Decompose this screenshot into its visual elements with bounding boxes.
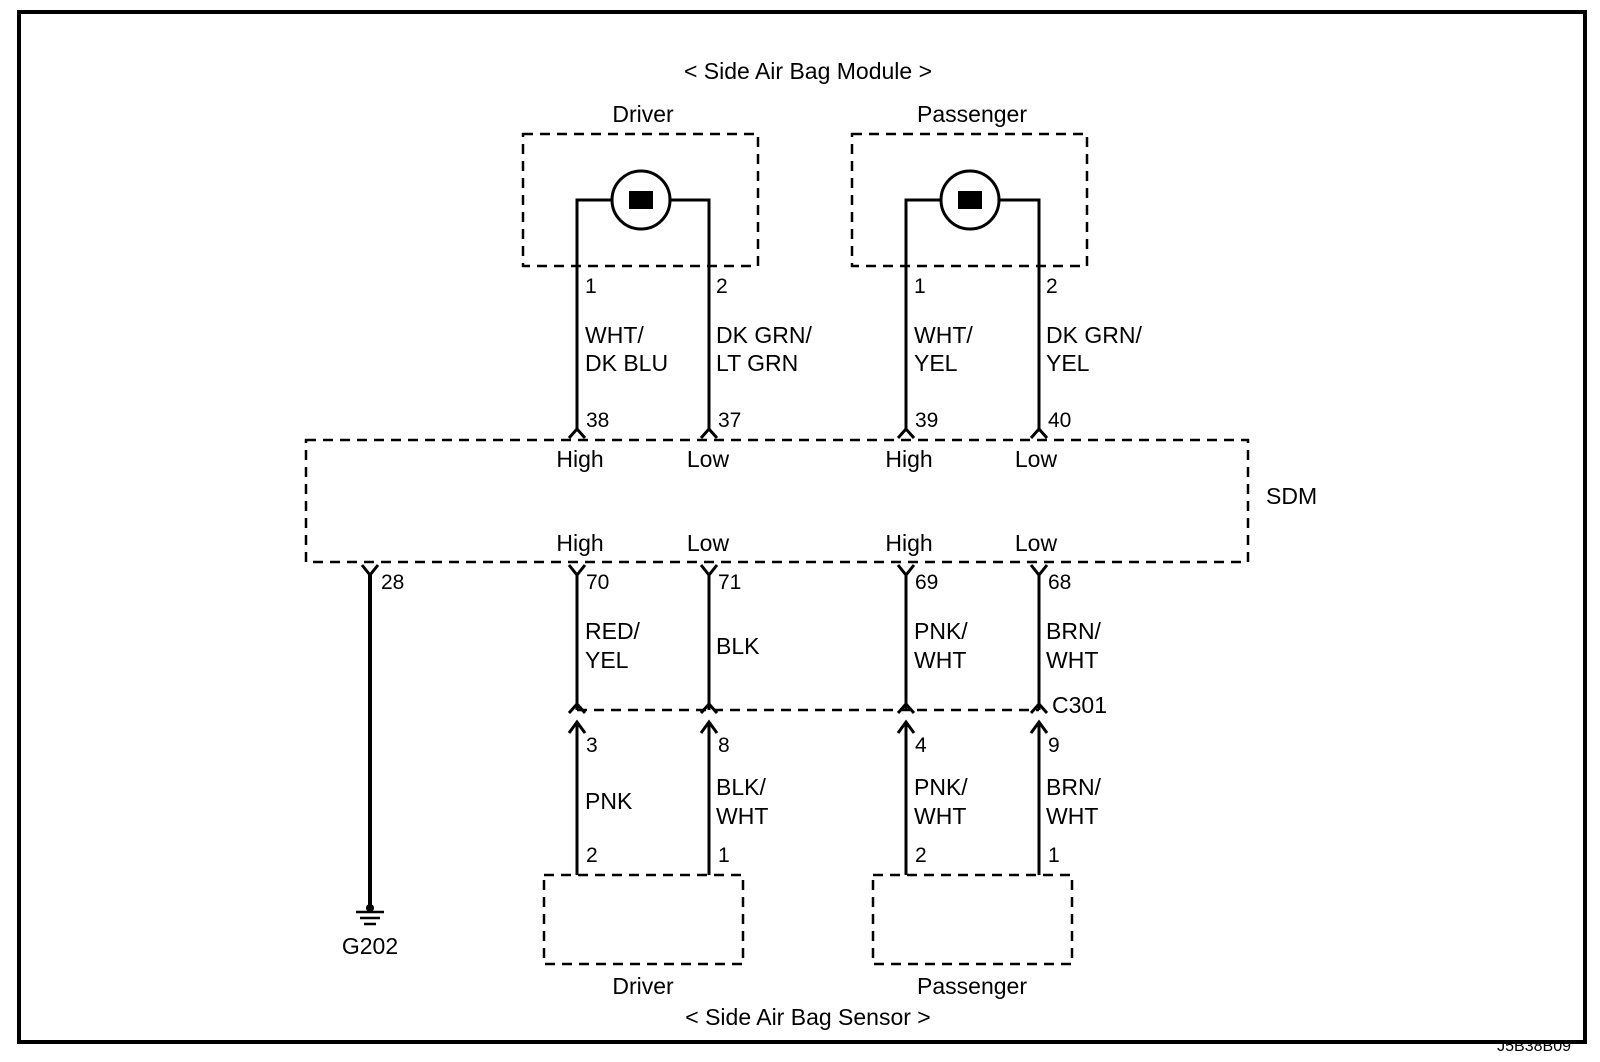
upper-wire-1-color-2: DK BLU: [585, 350, 668, 376]
sensor-wire-3-color-2: WHT: [914, 803, 966, 829]
driver-module-wire-loop: [575, 198, 711, 266]
sensor-passenger-label: Passenger: [917, 973, 1027, 999]
passenger-module-wire-loop: [904, 198, 1041, 266]
upper-wire-2-color-2: LT GRN: [716, 350, 798, 376]
module-passenger-label: Passenger: [917, 101, 1027, 127]
sdm-bottom-connector-69-icon: [896, 564, 916, 578]
upper-wire-4-color-2: YEL: [1046, 350, 1090, 376]
sdm-bottom-pin-69: 69: [915, 571, 938, 594]
sdm-bottom-pin-71: 71: [718, 571, 741, 594]
sdm-bottom-pin-28: 28: [381, 571, 404, 594]
lower-wire-2-color: BLK: [716, 633, 760, 659]
sdm-top-connector-40-icon: [1029, 426, 1049, 439]
lower-wire-3-color-2: WHT: [914, 647, 966, 673]
sdm-top-pin-37: 37: [718, 409, 741, 432]
sdm-top-connector-39-icon: [896, 426, 916, 439]
sensor-wire-4-color-2: WHT: [1046, 803, 1098, 829]
upper-wire-1-color: WHT/: [585, 322, 644, 348]
sensor-driver-pin-2: 2: [586, 844, 598, 867]
c301-pin-4: 4: [915, 734, 927, 757]
figure-id: J5B38B09: [1497, 1038, 1571, 1055]
lower-wire-3-color: PNK/: [914, 618, 968, 644]
c301-pin-8: 8: [718, 734, 730, 757]
passenger-module-box: [850, 132, 1089, 268]
sdm-bottom-connector-70-icon: [567, 564, 587, 578]
ground-icon: [356, 904, 384, 926]
diagram-frame: [17, 10, 1587, 1044]
sdm-bottom-label-4: Low: [1015, 530, 1058, 556]
sensor-wire-2-color-2: WHT: [716, 803, 768, 829]
sdm-label: SDM: [1266, 483, 1317, 509]
c301-female-3-icon: [896, 701, 916, 714]
module-passenger-pin-1: 1: [914, 275, 926, 298]
upper-wire-3-color: WHT/: [914, 322, 973, 348]
sdm-top-label-4: Low: [1015, 446, 1058, 472]
sdm-top-label-3: High: [885, 446, 932, 472]
c301-female-4-icon: [1029, 701, 1049, 714]
sensor-wire-2-color: BLK/: [716, 774, 766, 800]
sdm-box: [304, 438, 1250, 564]
module-driver-pin-2: 2: [716, 275, 728, 298]
lower-wire-4-color: BRN/: [1046, 618, 1102, 644]
sdm-top-connector-37-icon: [699, 426, 719, 439]
upper-wire-3-color-2: YEL: [914, 350, 958, 376]
sdm-bottom-pin-70: 70: [586, 571, 609, 594]
c301-pin-9: 9: [1048, 734, 1060, 757]
sensor-driver-label: Driver: [612, 973, 674, 999]
sensor-wire-3-color: PNK/: [914, 774, 968, 800]
lower-wire-1-color-2: YEL: [585, 647, 629, 673]
sdm-bottom-connector-28-icon: [360, 564, 380, 578]
sdm-top-label-2: Low: [687, 446, 730, 472]
sdm-top-pin-38: 38: [586, 409, 609, 432]
sensor-title: < Side Air Bag Sensor >: [685, 1004, 931, 1030]
c301-female-2-icon: [699, 701, 719, 714]
ground-label: G202: [342, 933, 398, 959]
lower-wire-4-color-2: WHT: [1046, 647, 1098, 673]
sensor-wire-1-color: PNK: [585, 788, 633, 814]
passenger-squib-icon: [939, 169, 1001, 231]
sdm-bottom-connector-68-icon: [1029, 564, 1049, 578]
driver-squib-icon: [610, 169, 672, 231]
module-driver-pin-1: 1: [585, 275, 597, 298]
module-passenger-pin-2: 2: [1046, 275, 1058, 298]
sdm-bottom-label-2: Low: [687, 530, 730, 556]
sensor-wire-4-color: BRN/: [1046, 774, 1102, 800]
sdm-bottom-label-1: High: [556, 530, 603, 556]
module-driver-label: Driver: [612, 101, 674, 127]
sdm-bottom-pin-68: 68: [1048, 571, 1071, 594]
sdm-bottom-label-3: High: [885, 530, 932, 556]
upper-wire-4-color: DK GRN/: [1046, 322, 1142, 348]
sdm-top-connector-38-icon: [567, 426, 587, 439]
sdm-top-pin-39: 39: [915, 409, 938, 432]
sdm-top-label-1: High: [556, 446, 603, 472]
c301-pin-3: 3: [586, 734, 598, 757]
module-title: < Side Air Bag Module >: [684, 58, 932, 84]
sensor-passenger-pin-2: 2: [915, 844, 927, 867]
lower-wire-1-color: RED/: [585, 618, 641, 644]
sdm-top-pin-40: 40: [1048, 409, 1071, 432]
passenger-sensor-box: [871, 873, 1074, 966]
sensor-driver-pin-1: 1: [718, 844, 730, 867]
sensor-passenger-pin-1: 1: [1048, 844, 1060, 867]
driver-sensor-box: [542, 873, 745, 966]
c301-label: C301: [1052, 692, 1107, 718]
upper-wire-2-color: DK GRN/: [716, 322, 812, 348]
driver-module-box: [521, 132, 760, 268]
c301-female-1-icon: [567, 701, 587, 714]
sdm-bottom-connector-71-icon: [699, 564, 719, 578]
